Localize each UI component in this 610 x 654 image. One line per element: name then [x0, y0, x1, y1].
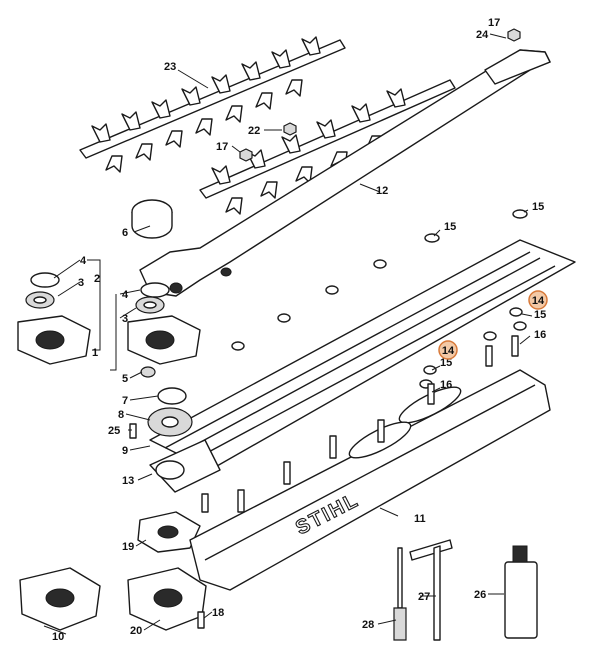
callout-15-center: 15	[440, 357, 452, 369]
gear-8	[147, 407, 193, 437]
callout-2: 2	[94, 273, 100, 285]
callout-5: 5	[122, 373, 128, 385]
highlight-14-right[interactable]: 14	[528, 290, 548, 310]
callout-15-right: 15	[534, 309, 546, 321]
nuts-17	[239, 28, 521, 162]
circlip-4-left	[30, 272, 60, 288]
gearbox-2-left	[17, 315, 91, 365]
highlighted-callouts: 14 14	[438, 290, 548, 360]
callout-12: 12	[376, 185, 388, 197]
upper-blade-23-teeth	[91, 36, 321, 173]
blade-guard-11: STIHL	[189, 369, 551, 591]
bearing-3-left	[25, 291, 55, 309]
callout-24: 24	[476, 29, 489, 41]
cutter-blade-9	[149, 239, 576, 471]
callout-28: 28	[362, 619, 374, 631]
callout-17-top: 17	[488, 17, 500, 29]
cap-6	[131, 199, 173, 239]
gearbox-10	[19, 567, 101, 631]
callout-23: 23	[164, 61, 176, 73]
gearbox-1	[127, 315, 201, 365]
callout-10: 10	[52, 631, 64, 643]
upper-blade-23	[79, 36, 346, 173]
callout-4-right: 4	[122, 289, 129, 301]
callout-25: 25	[108, 425, 120, 437]
cutter-blade-13	[149, 439, 221, 493]
lower-blade-22	[199, 79, 456, 215]
wrench-27	[409, 539, 453, 641]
callout-17-mid: 17	[216, 141, 228, 153]
callout-labels: 23 17 24 22 17 12 6 4 2 3 4 3 1 5 7 8 25…	[52, 17, 546, 643]
gearbox-20	[127, 567, 207, 631]
callout-26: 26	[474, 589, 486, 601]
callout-1: 1	[92, 347, 98, 359]
callout-8: 8	[118, 409, 124, 421]
callout-7: 7	[122, 395, 128, 407]
gearbox-19	[137, 511, 201, 553]
screws-16	[201, 335, 519, 513]
callout-3-left: 3	[78, 277, 84, 289]
highlight-14-center[interactable]: 14	[438, 340, 458, 360]
callout-9: 9	[122, 445, 128, 457]
callout-6: 6	[122, 227, 128, 239]
callout-16-right: 16	[534, 329, 546, 341]
bar-tip-24	[484, 49, 551, 85]
bearing-3-right	[135, 296, 165, 314]
callout-27: 27	[418, 591, 430, 603]
callout-11: 11	[414, 513, 426, 525]
highlight-14-center-label: 14	[442, 345, 455, 357]
callout-3-right: 3	[122, 313, 128, 325]
callout-15-top: 15	[532, 201, 544, 213]
screw-18	[197, 611, 205, 629]
screwdriver-28	[393, 547, 407, 641]
circlip-4-right	[140, 282, 170, 298]
spacer-5	[140, 366, 156, 378]
screw-25	[129, 423, 137, 439]
callout-22: 22	[248, 125, 260, 137]
highlight-14-right-label: 14	[532, 295, 545, 307]
leader-lines	[43, 33, 533, 635]
callout-16-center: 16	[440, 379, 452, 391]
callout-19: 19	[122, 541, 134, 553]
callout-15-mid: 15	[444, 221, 456, 233]
grease-tube-26	[504, 545, 538, 639]
callout-20: 20	[130, 625, 142, 637]
callout-13: 13	[122, 475, 134, 487]
washer-7	[157, 387, 187, 405]
washers-15	[231, 209, 528, 389]
callout-18: 18	[212, 607, 224, 619]
callout-4-left: 4	[80, 255, 87, 267]
